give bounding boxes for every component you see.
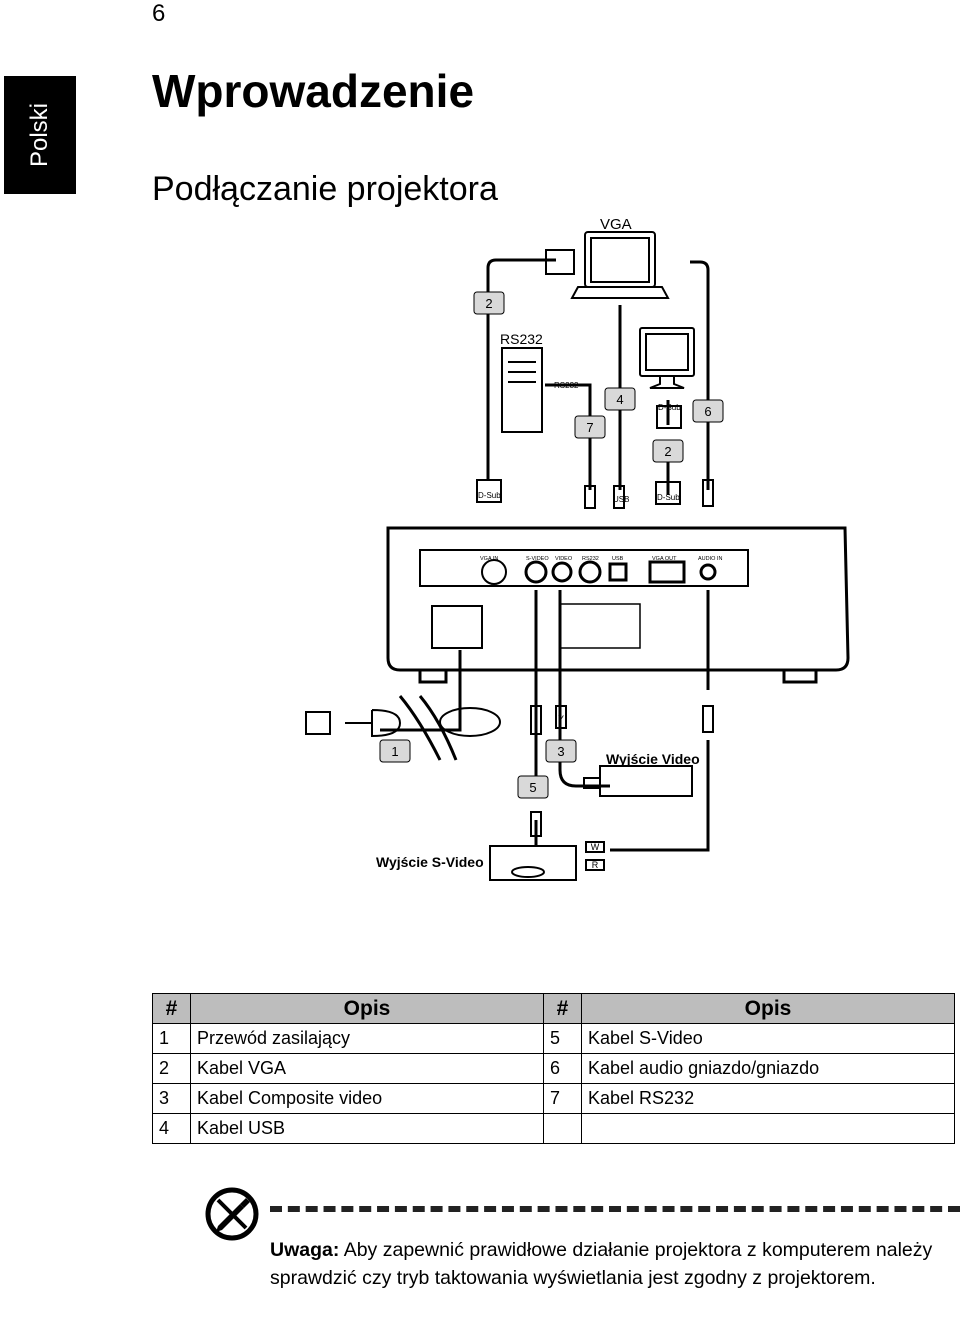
usb-plug-label: USB — [613, 495, 629, 504]
vga-label: VGA — [600, 216, 632, 233]
video-out-label: Wyjście Video — [606, 751, 700, 767]
table-cell: Kabel VGA — [190, 1053, 544, 1084]
table-cell: Kabel S-Video — [581, 1023, 955, 1054]
table-cell: 6 — [543, 1053, 582, 1084]
table-header-row: # Opis # Opis — [152, 993, 955, 1024]
table-cell — [581, 1113, 955, 1144]
section-title: Podłączanie projektora — [152, 170, 498, 208]
language-tab: Polski — [4, 76, 76, 194]
table-cell — [543, 1113, 582, 1144]
port-video: VIDEO — [555, 556, 573, 562]
plug-r: R — [592, 860, 599, 870]
port-svideo: S-VIDEO — [526, 556, 549, 562]
table-header-description: Opis — [581, 993, 955, 1024]
port-vga-out: VGA OUT — [652, 556, 677, 562]
dsub-plug-label-left: D-Sub — [478, 491, 501, 500]
port-audio-in: AUDIO IN — [698, 556, 722, 562]
plug-y: Y — [558, 714, 564, 724]
language-tab-label: Polski — [26, 102, 53, 168]
plug-w: W — [591, 842, 600, 852]
table-cell: Kabel Composite video — [190, 1083, 544, 1114]
laptop-illustration — [570, 231, 670, 299]
callout-2a: 2 — [485, 296, 492, 311]
svideo-out-label: Wyjście S-Video — [376, 854, 484, 870]
table-cell: 4 — [152, 1113, 191, 1144]
note-label: Uwaga: — [270, 1239, 340, 1261]
table-header-number: # — [152, 993, 191, 1024]
table-row: 1 Przewód zasilający 5 Kabel S-Video — [152, 1023, 955, 1054]
connection-diagram: 2 7 4 6 2 1 3 5 VGA RS232 Wyjście Video … — [305, 216, 850, 881]
dsub-plug-label-right: D-Sub — [657, 493, 680, 502]
table-header-description: Opis — [190, 993, 544, 1024]
note-body: Aby zapewnić prawidłowe działanie projek… — [270, 1239, 933, 1289]
rs232-plug-label: RS232 — [554, 381, 579, 390]
table-cell: Kabel USB — [190, 1113, 544, 1144]
table-cell: 5 — [543, 1023, 582, 1054]
table-header-number: # — [543, 993, 582, 1024]
page-title: Wprowadzenie — [152, 65, 475, 117]
table-row: 3 Kabel Composite video 7 Kabel RS232 — [152, 1083, 955, 1114]
callout-3: 3 — [557, 744, 564, 759]
table-cell: Kabel RS232 — [581, 1083, 955, 1114]
dsub-plug-label-monitor: D-Sub — [658, 403, 681, 412]
table-row: 2 Kabel VGA 6 Kabel audio gniazdo/gniazd… — [152, 1053, 955, 1084]
callout-1: 1 — [391, 744, 398, 759]
rs232-label: RS232 — [500, 331, 543, 347]
cable-legend-table: # Opis # Opis 1 Przewód zasilający 5 Kab… — [152, 993, 955, 1144]
note-divider — [270, 1206, 960, 1212]
table-cell: 7 — [543, 1083, 582, 1114]
note-pen-icon — [205, 1187, 259, 1241]
callout-4: 4 — [616, 392, 623, 407]
callout-6: 6 — [704, 404, 711, 419]
callout-2b: 2 — [664, 444, 671, 459]
port-rs232: RS232 — [582, 556, 599, 562]
table-cell: Przewód zasilający — [190, 1023, 544, 1054]
table-cell: Kabel audio gniazdo/gniazdo — [581, 1053, 955, 1084]
port-vga-in: VGA IN — [480, 556, 498, 562]
port-usb: USB — [612, 556, 624, 562]
table-cell: 3 — [152, 1083, 191, 1114]
table-row: 4 Kabel USB — [152, 1113, 955, 1144]
desktop-pc-illustration — [501, 347, 543, 433]
monitor-illustration — [639, 327, 695, 389]
table-cell: 2 — [152, 1053, 191, 1084]
page-number: 6 — [152, 0, 166, 27]
callout-7: 7 — [586, 420, 593, 435]
note-text: Uwaga: Aby zapewnić prawidłowe działanie… — [270, 1236, 950, 1292]
projector-illustration — [386, 526, 850, 684]
table-cell: 1 — [152, 1023, 191, 1054]
callout-5: 5 — [529, 780, 536, 795]
